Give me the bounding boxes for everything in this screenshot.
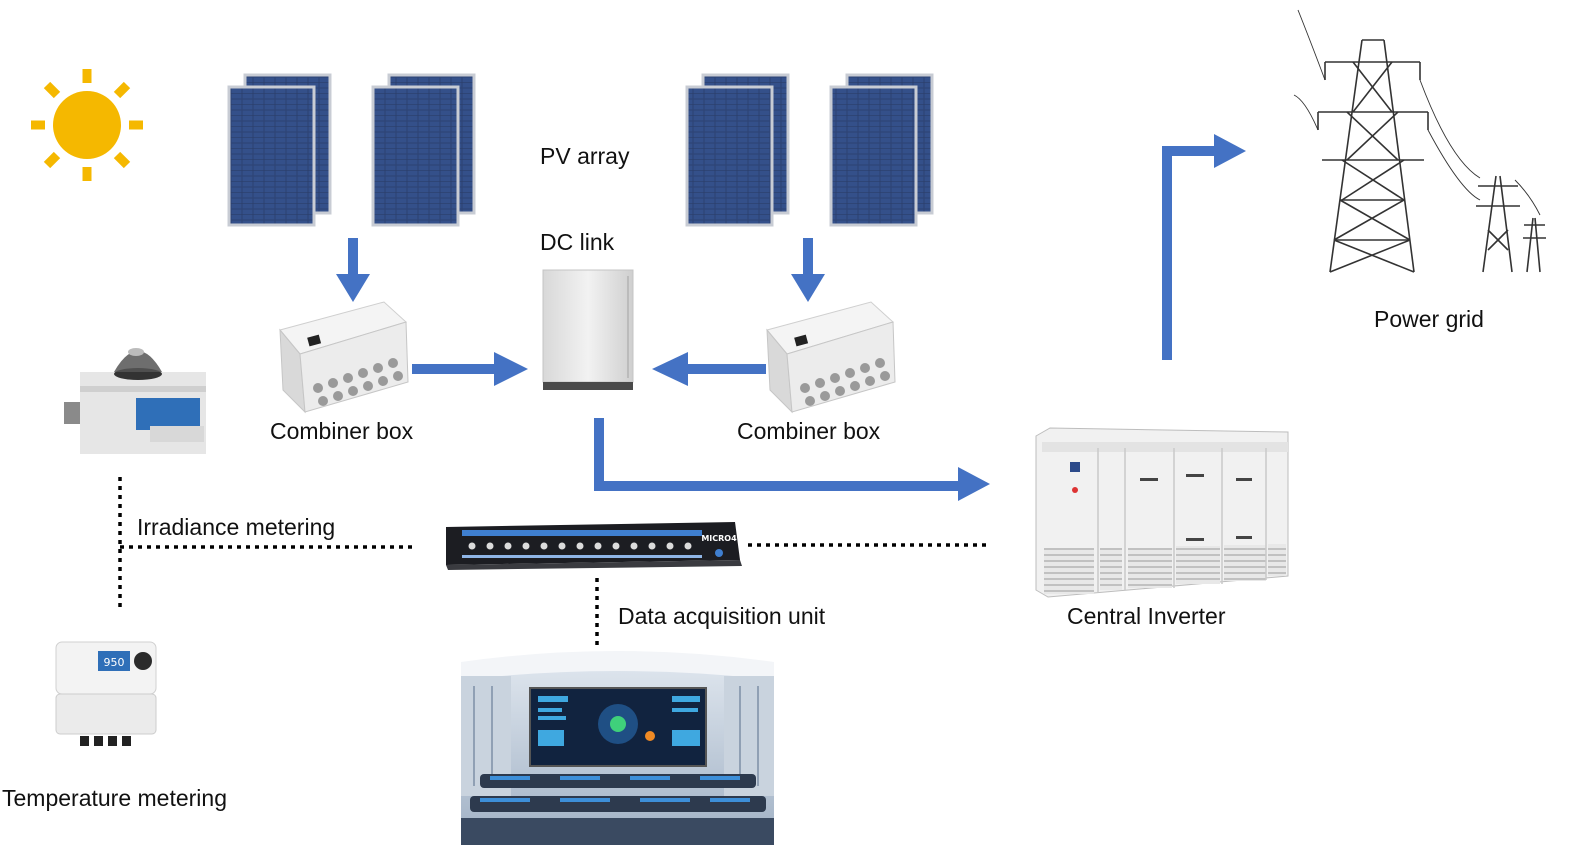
label-data-acquisition: Data acquisition unit: [618, 603, 826, 629]
label-power-grid: Power grid: [1374, 306, 1484, 332]
combiner-box-icon: [766, 301, 896, 414]
label-combiner-right: Combiner box: [737, 418, 881, 444]
temp-display-value: 950: [104, 656, 125, 669]
solar-panel-icon: [371, 73, 476, 227]
label-temperature-metering: Temperature metering: [2, 785, 227, 811]
arrow-left-to-dc: [652, 352, 766, 386]
label-pv-array: PV array: [540, 143, 630, 169]
dotted-connections: [118, 477, 990, 645]
dc-link-cabinet-icon: [542, 269, 634, 390]
label-central-inverter: Central Inverter: [1067, 603, 1226, 629]
label-combiner-left: Combiner box: [270, 418, 414, 444]
arrow-right-to-dc: [412, 352, 528, 386]
sun-icon: [31, 69, 143, 181]
solar-panel-icon: [685, 73, 790, 227]
data-acquisition-icon: MICRO4: [446, 522, 742, 570]
label-irradiance-metering: Irradiance metering: [137, 514, 336, 540]
temperature-meter-icon: 950: [55, 641, 157, 746]
combiner-box-icon: [279, 301, 409, 414]
arrow-dc-to-inverter: [594, 418, 990, 501]
arrow-inverter-to-grid: [1162, 134, 1246, 360]
label-dc-link: DC link: [540, 229, 615, 255]
arrow-down-left: [336, 238, 370, 302]
transmission-tower-icon: [1293, 9, 1546, 273]
arrow-down-right: [791, 238, 825, 302]
solar-panel-icon: [829, 73, 934, 227]
control-room-icon: [461, 651, 774, 845]
daq-brand: MICRO4: [701, 534, 737, 543]
pyranometer-icon: [64, 348, 206, 454]
central-inverter-icon: [1035, 427, 1289, 598]
solar-panel-icon: [227, 73, 332, 227]
